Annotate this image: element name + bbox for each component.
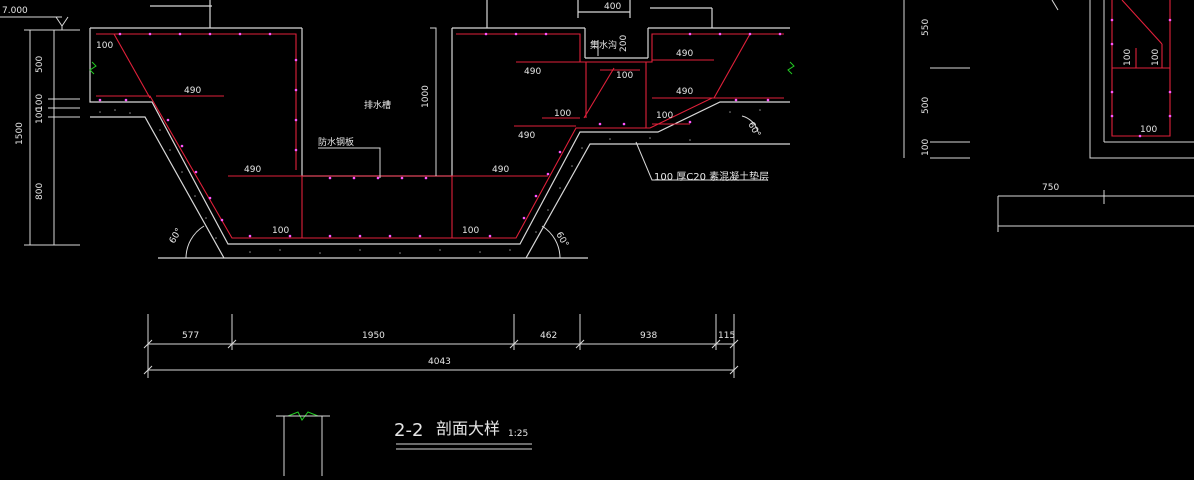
label-cushion: 100 厚C20 素混凝土垫层 — [654, 170, 769, 183]
left-dim-total: 1500 — [15, 122, 25, 145]
column-stub — [276, 415, 330, 476]
bottom-dim-1950: 1950 — [362, 331, 385, 341]
angle-arcs — [185, 115, 759, 259]
elevation-mark: 7.000 — [0, 6, 69, 30]
label-400: 400 — [604, 2, 621, 12]
right-dim-500: 500 — [921, 97, 931, 114]
section-title: 2-2 剖面大样 1:25 — [394, 419, 532, 450]
label-100-right-a: 100 — [616, 71, 633, 81]
label-waterproof: 防水钢板 — [318, 136, 354, 148]
label-100-bottom-right: 100 — [462, 226, 479, 236]
right-detail-dots — [1110, 18, 1172, 138]
label-490-right-b: 490 — [676, 49, 693, 59]
right-dim-550: 550 — [921, 19, 931, 36]
right-inner-100c: 100 — [1140, 125, 1157, 135]
bottom-dim-577: 577 — [182, 331, 199, 341]
label-490-left: 490 — [184, 86, 201, 96]
left-dim-100b: 100 — [35, 107, 45, 124]
label-100-right-b: 100 — [554, 109, 571, 119]
bottom-dim-938: 938 — [640, 331, 657, 341]
label-490-mid: 490 — [244, 165, 261, 175]
label-100-right-c: 100 — [656, 111, 673, 121]
left-dim-100a: 100 — [35, 94, 45, 111]
label-angle-right: 60° — [745, 121, 762, 140]
title-text: 剖面大样 — [436, 419, 500, 438]
bottom-dim-462: 462 — [540, 331, 557, 341]
label-490-center: 490 — [492, 165, 509, 175]
label-angle-left: 60° — [168, 227, 185, 246]
label-water-outlet: 排水槽 — [364, 99, 391, 111]
label-490-right-d: 490 — [518, 131, 535, 141]
right-dim-750: 750 — [1042, 183, 1059, 193]
rebar-dots — [98, 32, 782, 238]
left-dim-800: 800 — [35, 183, 45, 200]
left-dimension-chain — [24, 29, 80, 246]
rebar-lines — [96, 33, 784, 239]
bottom-dimension-chain — [143, 314, 739, 378]
cushion-hatch — [99, 109, 761, 254]
right-detail-rebar — [1111, 0, 1171, 137]
label-gutter: 集水沟 — [590, 39, 617, 51]
right-inner-100b: 100 — [1151, 49, 1161, 66]
ground-break-marks — [89, 61, 795, 421]
right-detail — [903, 0, 1194, 232]
label-100-top-left: 100 — [96, 41, 113, 51]
right-dim-100: 100 — [921, 139, 931, 156]
label-1000: 1000 — [421, 85, 431, 108]
title-scale: 1:25 — [508, 429, 528, 439]
left-dim-500: 500 — [35, 56, 45, 73]
label-200: 200 — [619, 35, 629, 52]
label-490-right-c: 490 — [676, 87, 693, 97]
label-100-bottom-left: 100 — [272, 226, 289, 236]
label-angle-mid: 60° — [553, 231, 570, 250]
title-number: 2-2 — [394, 420, 423, 441]
leader-lines — [318, 27, 768, 181]
elevation-label: 7.000 — [2, 6, 28, 16]
concrete-outline — [89, 0, 790, 259]
label-490-right-a: 490 — [524, 67, 541, 77]
bottom-dim-total: 4043 — [428, 357, 451, 367]
right-inner-100a: 100 — [1123, 49, 1133, 66]
bottom-dim-115: 115 — [718, 331, 735, 341]
